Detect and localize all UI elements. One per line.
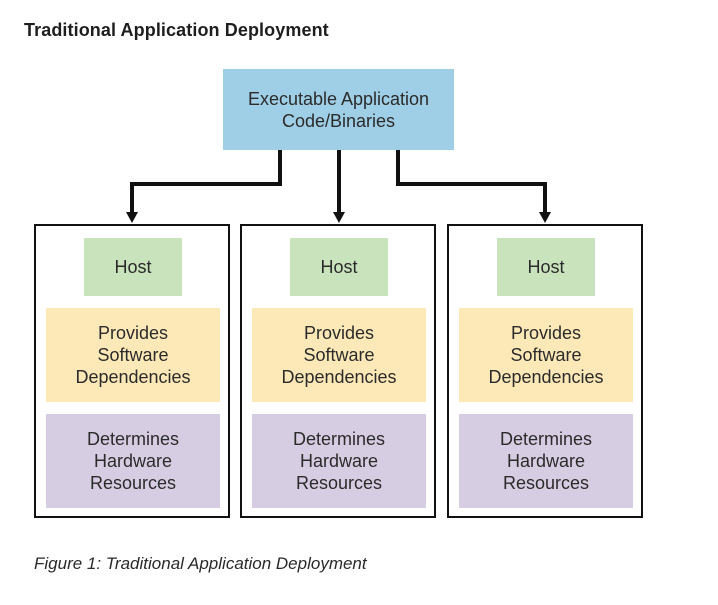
hardware-resources-box: Determines Hardware Resources — [46, 414, 220, 508]
software-dependencies-box: Provides Software Dependencies — [46, 308, 220, 402]
executable-application-box: Executable Application Code/Binaries — [223, 69, 454, 150]
connector-right — [396, 150, 547, 214]
deployment-column-2: Host Provides Software Dependencies Dete… — [240, 224, 436, 518]
host-box: Host — [497, 238, 595, 296]
host-box: Host — [84, 238, 182, 296]
arrowhead-right — [539, 212, 551, 223]
host-box: Host — [290, 238, 388, 296]
software-dependencies-box: Provides Software Dependencies — [459, 308, 633, 402]
hardware-resources-box: Determines Hardware Resources — [459, 414, 633, 508]
deployment-column-3: Host Provides Software Dependencies Dete… — [447, 224, 643, 518]
arrowhead-middle — [333, 212, 345, 223]
diagram-title: Traditional Application Deployment — [24, 20, 329, 40]
software-dependencies-box: Provides Software Dependencies — [252, 308, 426, 402]
arrowhead-left — [126, 212, 138, 223]
figure-caption: Figure 1: Traditional Application Deploy… — [34, 554, 367, 573]
deployment-column-1: Host Provides Software Dependencies Dete… — [34, 224, 230, 518]
connector-left — [130, 150, 282, 214]
hardware-resources-box: Determines Hardware Resources — [252, 414, 426, 508]
